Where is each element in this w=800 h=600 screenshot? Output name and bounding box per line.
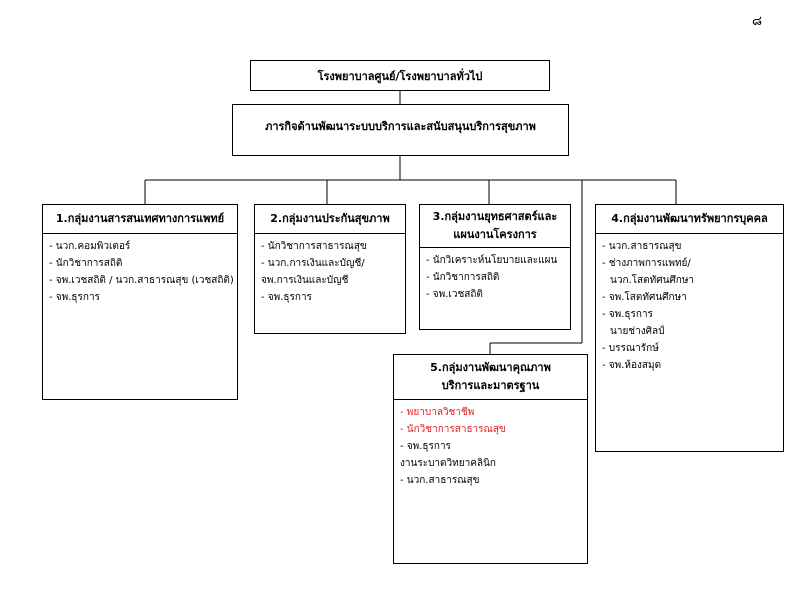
group-title-line: บริการและมาตรฐาน — [441, 379, 540, 392]
group-item: - นักวิชาการสาธารณสุข — [400, 424, 506, 435]
group-item: - ช่างภาพการแพทย์/ — [602, 258, 691, 269]
group-title-line: แผนงานโครงการ — [453, 228, 537, 241]
group-title-line: 4.กลุ่มงานพัฒนาทรัพยากรบุคคล — [611, 212, 768, 225]
group-items: - พยาบาลวิชาชีพ - นักวิชาการสาธารณสุข - … — [394, 400, 587, 493]
mission-box: ภารกิจด้านพัฒนาระบบบริการและสนับสนุนบริก… — [232, 104, 569, 156]
group-item: งานระบาดวิทยาคลินิก — [400, 458, 496, 469]
group-title-line: 2.กลุ่มงานประกันสุขภาพ — [270, 212, 390, 225]
group-item: - นักวิเคราะห์นโยบายและแผน — [426, 255, 558, 266]
group-item: - จพ.ธุรการ — [49, 292, 100, 303]
group-item: - จพ.เวชสถิติ — [426, 289, 483, 300]
group-title-line: 5.กลุ่มงานพัฒนาคุณภาพ — [430, 361, 551, 374]
group-box-5: 5.กลุ่มงานพัฒนาคุณภาพ บริการและมาตรฐาน -… — [393, 354, 588, 564]
group-item: - จพ.โสตทัศนศึกษา — [602, 292, 687, 303]
group-title-line: 1.กลุ่มงานสารสนเทศทางการแพทย์ — [55, 212, 225, 225]
group-item: นายช่างศิลป์ — [610, 326, 665, 337]
group-item: - นวก.การเงินและบัญชี/ — [261, 258, 365, 269]
group-items: - นวก.คอมพิวเตอร์ - นักวิชาการสถิติ - จพ… — [43, 234, 237, 310]
group-title: 4.กลุ่มงานพัฒนาทรัพยากรบุคคล — [596, 205, 783, 234]
group-box-1: 1.กลุ่มงานสารสนเทศทางการแพทย์ - นวก.คอมพ… — [42, 204, 238, 400]
group-box-4: 4.กลุ่มงานพัฒนาทรัพยากรบุคคล - นวก.สาธาร… — [595, 204, 784, 452]
group-title: 1.กลุ่มงานสารสนเทศทางการแพทย์ — [43, 205, 237, 234]
group-item: - จพ.ธุรการ — [261, 292, 312, 303]
hospital-title: โรงพยาบาลศูนย์/โรงพยาบาลทั่วไป — [317, 69, 483, 83]
group-box-3: 3.กลุ่มงานยุทธศาสตร์และ แผนงานโครงการ - … — [419, 204, 571, 330]
group-title: 5.กลุ่มงานพัฒนาคุณภาพ บริการและมาตรฐาน — [394, 355, 587, 400]
group-items: - นวก.สาธารณสุข - ช่างภาพการแพทย์/ นวก.โ… — [596, 234, 783, 378]
group-item: - จพ.ธุรการ — [602, 309, 653, 320]
group-items: - นักวิเคราะห์นโยบายและแผน - นักวิชาการส… — [420, 248, 570, 307]
group-item: - บรรณารักษ์ — [602, 343, 659, 354]
group-item: - พยาบาลวิชาชีพ — [400, 407, 475, 418]
group-item: - นวก.สาธารณสุข — [400, 475, 480, 486]
group-box-2: 2.กลุ่มงานประกันสุขภาพ - นักวิชาการสาธาร… — [254, 204, 406, 334]
group-title: 3.กลุ่มงานยุทธศาสตร์และ แผนงานโครงการ — [420, 205, 570, 248]
hospital-title-box: โรงพยาบาลศูนย์/โรงพยาบาลทั่วไป — [250, 60, 550, 91]
group-item: - นักวิชาการสถิติ — [426, 272, 500, 283]
mission-title: ภารกิจด้านพัฒนาระบบบริการและสนับสนุนบริก… — [265, 120, 536, 133]
group-item: จพ.การเงินและบัญชี — [261, 275, 349, 286]
group-item: - นวก.สาธารณสุข — [602, 241, 682, 252]
group-item: - จพ.เวชสถิติ / นวก.สาธารณสุข (เวชสถิติ) — [49, 275, 234, 286]
group-item: - นวก.คอมพิวเตอร์ — [49, 241, 131, 252]
page-number: ๘ — [752, 14, 763, 29]
group-title: 2.กลุ่มงานประกันสุขภาพ — [255, 205, 405, 234]
group-item: นวก.โสตทัศนศึกษา — [610, 275, 695, 286]
group-title-line: 3.กลุ่มงานยุทธศาสตร์และ — [432, 210, 558, 223]
group-item: - นักวิชาการสาธารณสุข — [261, 241, 367, 252]
group-item: - จพ.ห้องสมุด — [602, 360, 662, 371]
group-item: - จพ.ธุรการ — [400, 441, 451, 452]
group-item: - นักวิชาการสถิติ — [49, 258, 123, 269]
group-items: - นักวิชาการสาธารณสุข - นวก.การเงินและบั… — [255, 234, 405, 310]
